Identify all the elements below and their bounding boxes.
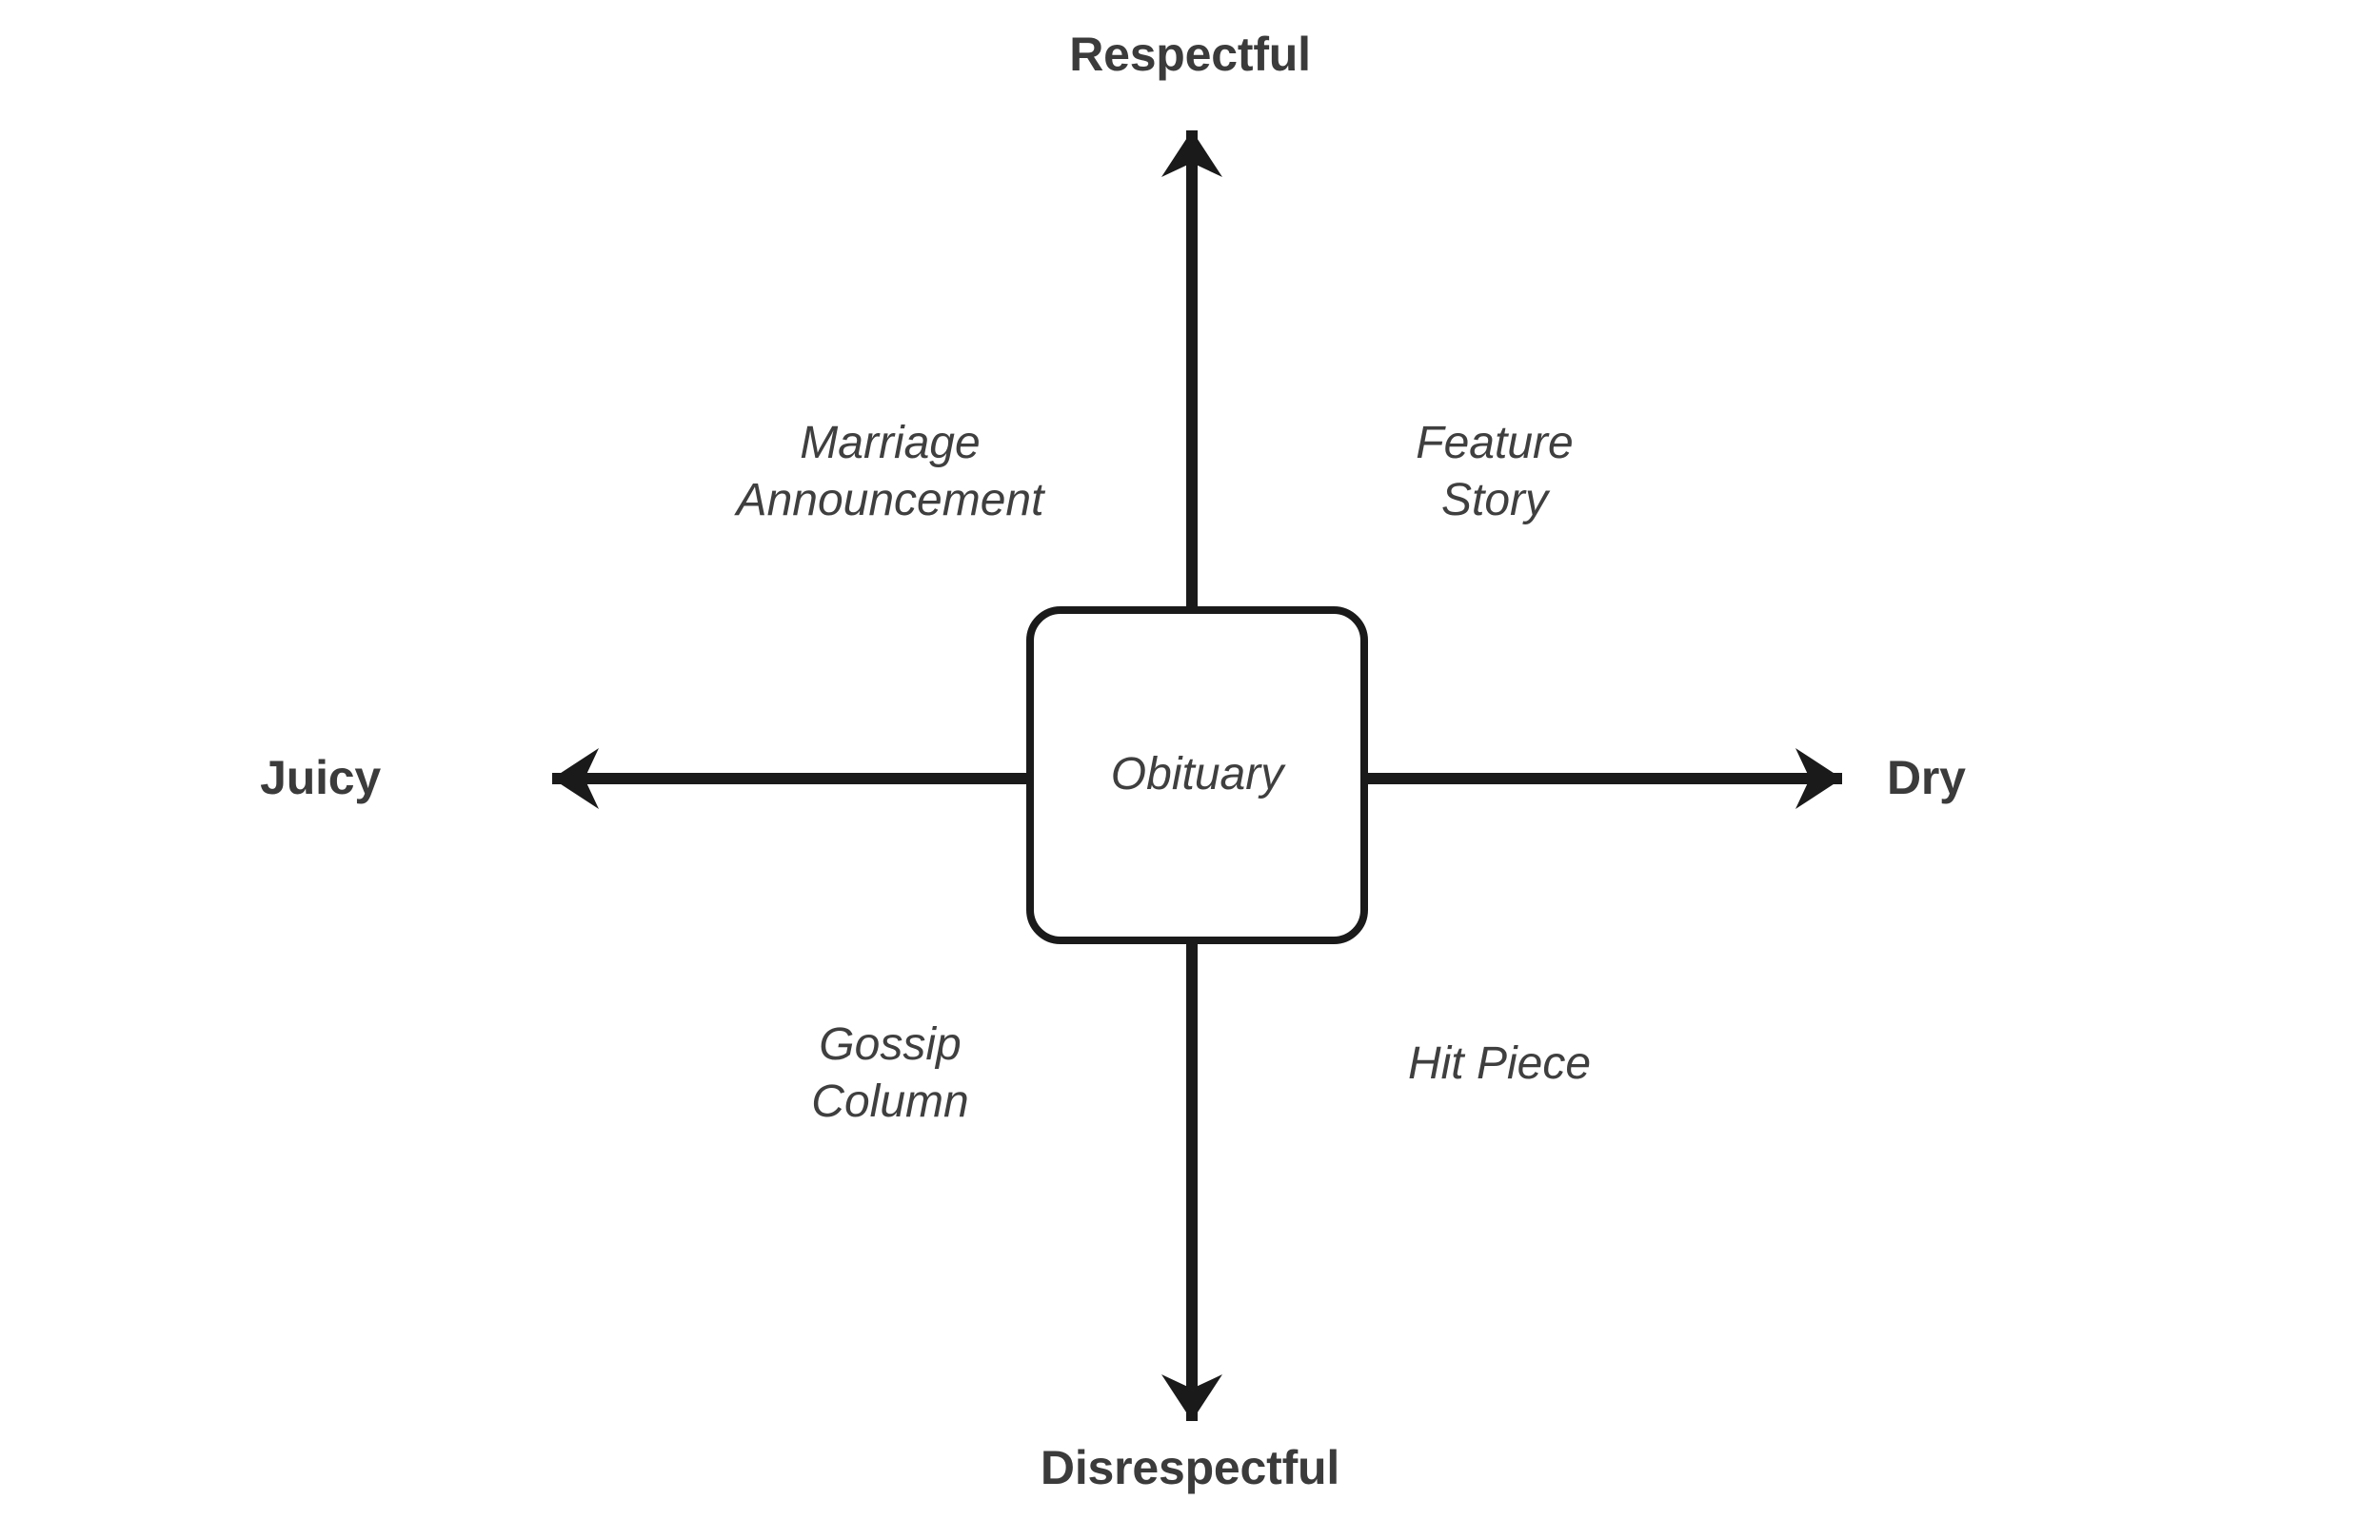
arrow-left-icon bbox=[552, 748, 599, 809]
axis-label-bottom: Disrespectful bbox=[1040, 1441, 1340, 1494]
axis-label-right: Dry bbox=[1887, 751, 1966, 804]
quadrant-label-top-right: Feature Story bbox=[1416, 418, 1574, 525]
center-node: Obituary bbox=[1026, 606, 1368, 944]
axis-label-top: Respectful bbox=[1069, 28, 1311, 81]
center-node-label: Obituary bbox=[1110, 749, 1284, 800]
quadrant-label-bottom-left: Gossip Column bbox=[811, 1019, 969, 1127]
arrow-right-icon bbox=[1795, 748, 1842, 809]
quadrant-label-top-left: Marriage Announcement bbox=[736, 418, 1044, 525]
arrow-down-icon bbox=[1161, 1374, 1222, 1421]
axis-label-left: Juicy bbox=[260, 751, 381, 804]
quadrant-label-bottom-right: Hit Piece bbox=[1407, 1038, 1592, 1089]
arrow-up-icon bbox=[1161, 130, 1222, 177]
